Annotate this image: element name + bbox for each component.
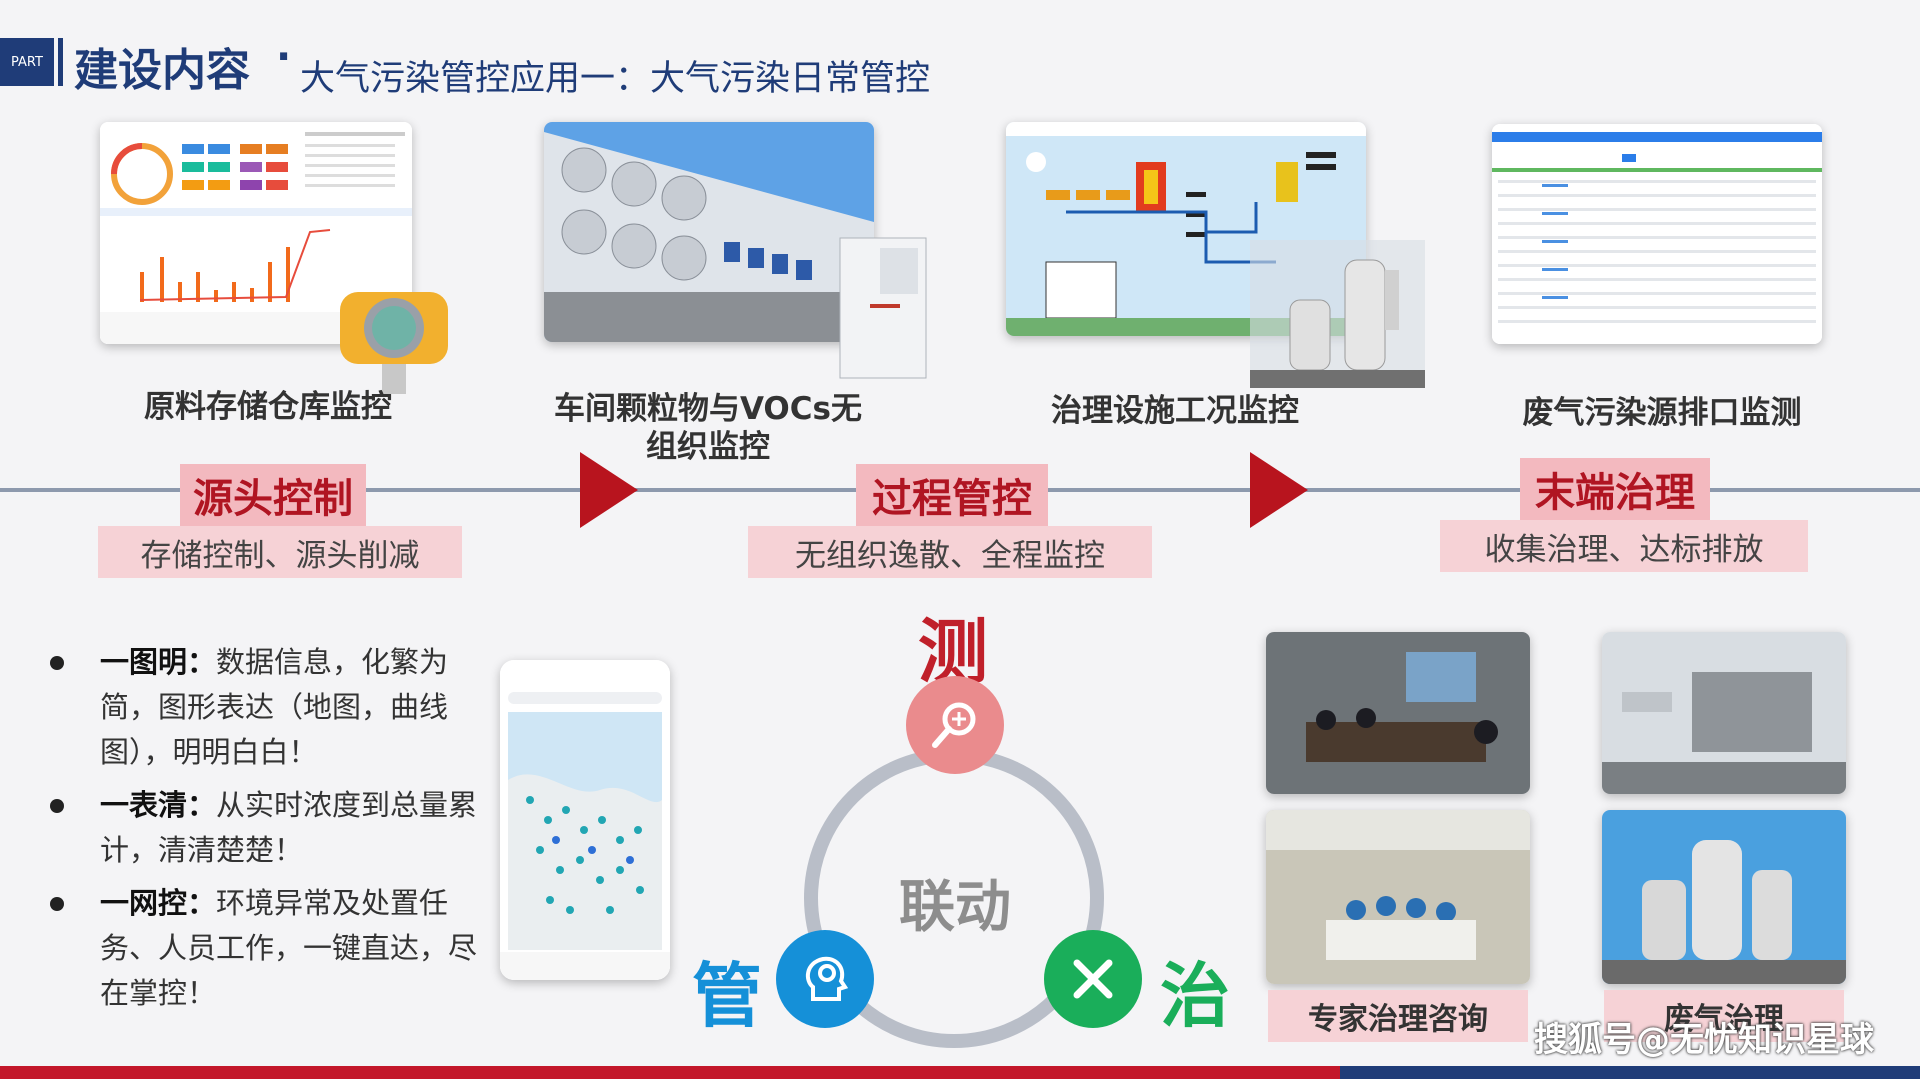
part-tag: PART [0, 38, 54, 86]
bullet-icon [50, 897, 64, 911]
caption-facility: 治理设施工况监控 [1051, 393, 1299, 429]
title-separator: · [276, 34, 292, 80]
page-title: 建设内容 [74, 45, 250, 96]
magnifier-icon [906, 676, 1004, 774]
caption-outlet: 废气污染源排口监测 [1522, 395, 1802, 431]
bullet-head: 一图明： [100, 645, 217, 679]
phase-source-control: 源头控制 [180, 464, 366, 526]
page-subtitle: 大气污染管控应用一：大气污染日常管控 [300, 59, 931, 99]
list-item: 一网控：环境异常及处置任务、人员工作，一键直达，尽在掌控！ [40, 881, 480, 1016]
factory-workers-photo [1266, 810, 1530, 984]
bullet-text: 数据信息，化繁为简，图形表达（地图，曲线图），明明白白！ [100, 645, 449, 769]
mobile-map-image [500, 660, 670, 980]
list-item: 一表清：从实时浓度到总量累计，清清楚楚！ [40, 783, 480, 873]
phase-source-desc: 存储控制、源头削减 [98, 526, 462, 578]
cycle-center-label: 联动 [899, 875, 1011, 940]
bullet-head: 一表清： [100, 788, 217, 822]
bullet-text: 从实时浓度到总量累计，清清楚楚！ [100, 788, 478, 867]
arrow-right-icon [1250, 452, 1308, 528]
footer-bar-blue [1340, 1066, 1920, 1079]
phase-end-treatment: 末端治理 [1520, 458, 1710, 520]
tools-icon [1044, 930, 1142, 1028]
list-item: 一图明：数据信息，化繁为简，图形表达（地图，曲线图），明明白白！ [40, 640, 480, 775]
head-gear-icon [776, 930, 874, 1028]
arrow-right-icon [580, 452, 638, 528]
dashboard-illustration [100, 122, 412, 344]
scrubber-photo [1602, 810, 1846, 984]
monitoring-cabinet-image [838, 236, 930, 384]
bullet-text: 环境异常及处置任务、人员工作，一键直达，尽在掌控！ [100, 886, 478, 1010]
gas-sensor-image [330, 272, 460, 402]
caption-warehouse: 原料存储仓库监控 [144, 389, 392, 425]
phase-process-desc: 无组织逸散、全程监控 [748, 526, 1152, 578]
cycle-treat-label: 治 [1160, 955, 1230, 1037]
meeting-photo [1266, 632, 1530, 794]
bullet-icon [50, 656, 64, 670]
caption-workshop: 车间颗粒物与VOCs无组织监控 [553, 391, 862, 465]
bullet-head: 一网控： [100, 886, 217, 920]
footer-bar-red [0, 1066, 1340, 1079]
phase-end-desc: 收集治理、达标排放 [1440, 520, 1808, 572]
treatment-equipment-photo [1602, 632, 1846, 794]
facility-process-image [1006, 122, 1366, 336]
bullet-icon [50, 799, 64, 813]
warehouse-dashboard-image [100, 122, 412, 344]
expert-consult-label: 专家治理咨询 [1268, 990, 1528, 1042]
workshop-image [544, 122, 874, 342]
emission-table-image [1492, 124, 1822, 344]
feature-list: 一图明：数据信息，化繁为简，图形表达（地图，曲线图），明明白白！ 一表清：从实时… [40, 640, 480, 1024]
part-divider [58, 38, 63, 86]
gas-treatment-label: 废气治理 [1604, 990, 1844, 1042]
phase-process-control: 过程管控 [856, 464, 1048, 526]
cycle-manage-label: 管 [692, 955, 762, 1037]
watermark: 搜狐号@无忧知识星球 [1534, 1020, 1874, 1060]
scrubber-tower-image [1250, 240, 1425, 388]
